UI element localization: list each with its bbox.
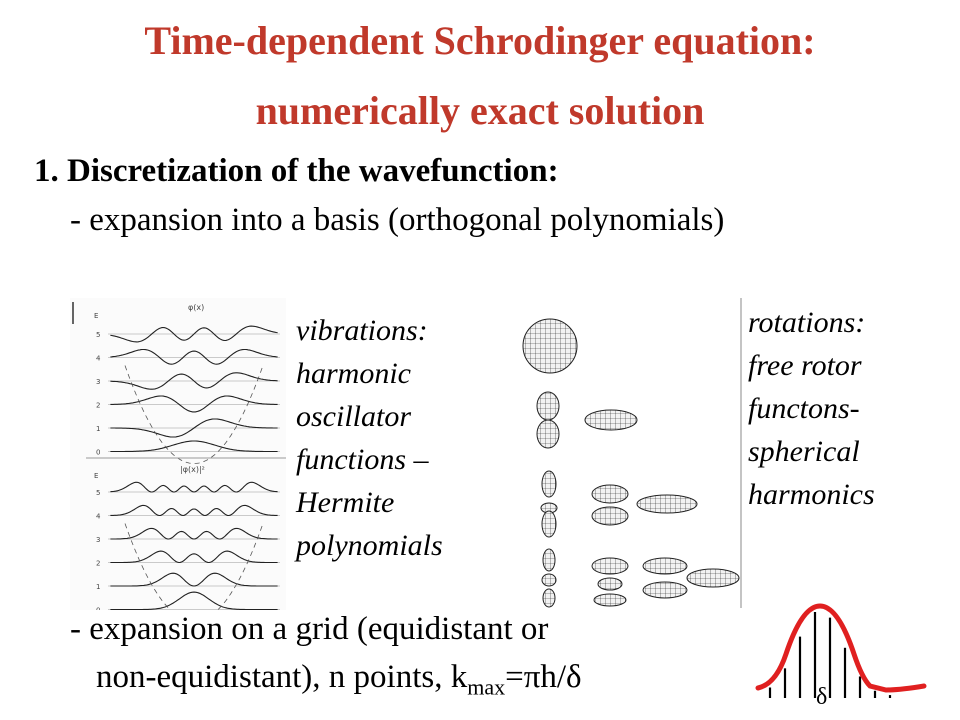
wavefunction-curve-level (110, 395, 278, 413)
wavefunction-curve-level (110, 481, 278, 493)
grid-points-text: non-equidistant), n points, k (96, 659, 468, 695)
grid-point-lines (768, 611, 892, 698)
rotations-caption: rotations: free rotor functons- spherica… (748, 301, 875, 516)
energy-level-label: 1 (96, 425, 100, 433)
wavefunction-curve-level (110, 440, 278, 453)
bullet-grid-expansion: - expansion on a grid (equidistant or (70, 611, 549, 647)
grid-discretization-illustration (755, 603, 927, 698)
energy-level-label: 2 (96, 560, 100, 568)
energy-level-label: 2 (96, 402, 100, 410)
harmonic-l3-row (541, 548, 740, 608)
wavefunction-curve-level (110, 348, 278, 365)
title-line-2: numerically exact solution (255, 88, 705, 133)
energy-level-label: 5 (96, 489, 100, 497)
section-heading: 1. Discretization of the wavefunction: (34, 153, 559, 189)
vib-caption-line: Hermite (296, 486, 395, 519)
vib-caption-line: oscillator (296, 400, 412, 433)
energy-level-label: 1 (96, 583, 100, 591)
rot-caption-line: free rotor (748, 349, 862, 382)
energy-level-label: 4 (96, 355, 101, 363)
energy-level-label: 3 (96, 378, 100, 386)
title-line-1: Time-dependent Schrodinger equation: (144, 18, 816, 63)
energy-level-label: 5 (96, 331, 100, 339)
vib-caption-line: functions – (296, 443, 429, 476)
bullet-basis-expansion: - expansion into a basis (orthogonal pol… (70, 202, 725, 238)
upper-panel-label: φ(x) (188, 303, 204, 312)
wavefunction-curve-level (110, 325, 278, 343)
energy-level-label: 4 (96, 513, 101, 521)
bullet-grid-points: non-equidistant), n points, kmax=πh/δ (96, 658, 582, 707)
potential-well-curve (124, 523, 264, 610)
harmonic-oscillator-figure: φ(x) E 0 1 2 3 4 5 |φ(x)|² E 0 1 2 3 4 5 (70, 298, 286, 610)
wavefunction-curve-level (110, 527, 278, 540)
wavefunction-curve-level (110, 372, 278, 390)
vib-caption-line: vibrations: (296, 314, 428, 347)
energy-level-label: 3 (96, 536, 100, 544)
rot-caption-line: functons- (748, 392, 860, 425)
potential-well-curve (124, 365, 264, 464)
wavefunction-curve-level (110, 591, 278, 610)
grid-spacing-label: δ (816, 684, 828, 710)
wavefunction-curve-level (110, 550, 278, 564)
rot-caption-line: rotations: (748, 306, 866, 339)
rot-caption-line: harmonics (748, 478, 875, 511)
vib-caption-line: polynomials (296, 529, 443, 562)
wavefunction-curve-level (110, 504, 278, 517)
kmax-formula: =πh/δ (505, 659, 582, 695)
upper-axis-label: E (94, 312, 98, 320)
probability-density-curves: 0 1 2 3 4 5 (96, 481, 280, 611)
lower-axis-label: E (94, 472, 98, 480)
vibrations-caption: vibrations: harmonic oscillator function… (296, 309, 443, 567)
rot-caption-line: spherical (748, 435, 860, 468)
wavefunction-curve (755, 603, 927, 693)
lower-panel-label: |φ(x)|² (180, 465, 205, 474)
harmonic-l0-sphere (522, 318, 578, 374)
harmonic-l2-row (540, 470, 698, 538)
wavefunction-curve-level (110, 572, 278, 587)
kmax-subscript: max (467, 674, 506, 700)
vib-caption-line: harmonic (296, 357, 411, 390)
energy-level-label: 0 (96, 449, 100, 457)
spherical-harmonics-figure (515, 298, 745, 608)
wavefunction-curves: 0 1 2 3 4 5 (96, 325, 280, 464)
harmonic-l1-row (536, 391, 638, 449)
energy-level-label: 0 (96, 607, 100, 611)
wavefunction-curve-level (110, 418, 278, 438)
